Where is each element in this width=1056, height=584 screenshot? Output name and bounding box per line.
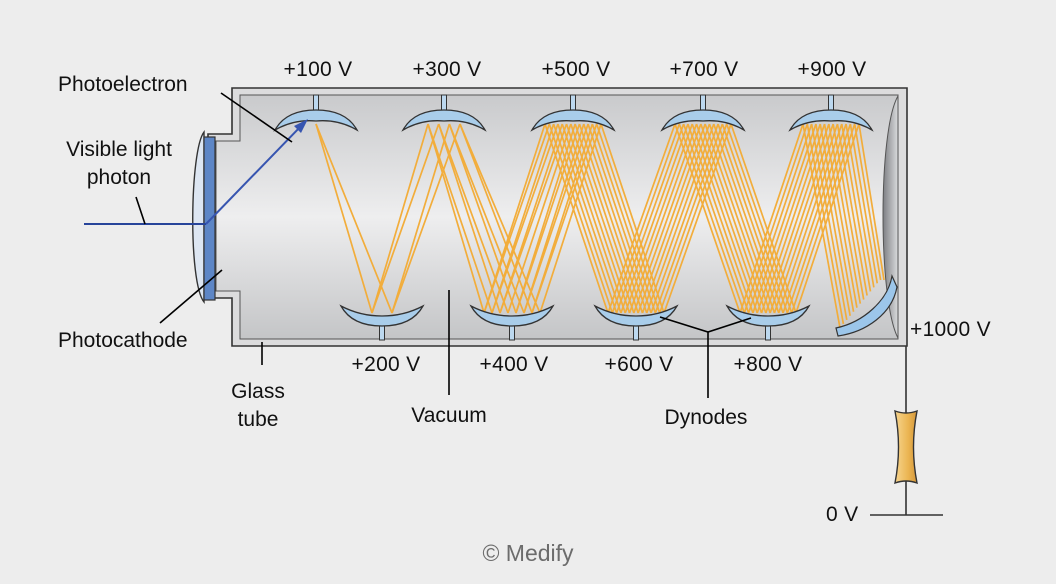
electron-path (828, 123, 862, 304)
electron-path (548, 123, 614, 314)
electron-path (437, 123, 509, 314)
photocathode (203, 136, 216, 301)
electron-path (691, 123, 759, 314)
voltage-top-1: +100 V (283, 58, 353, 81)
voltage-top-4: +700 V (669, 58, 739, 81)
photoelectron-label: Photoelectron (58, 73, 188, 96)
electron-path (448, 123, 517, 314)
electron-path (815, 123, 851, 316)
voltage-bottom-2: +400 V (479, 353, 549, 376)
electron-path (743, 123, 809, 314)
electron-path (840, 123, 872, 292)
voltage-top-3: +500 V (541, 58, 611, 81)
electron-path (765, 123, 830, 314)
dynode-top-1 (273, 94, 359, 132)
dynode-bottom-2 (469, 304, 555, 341)
electron-path (557, 123, 622, 314)
electron-path (747, 123, 813, 314)
electron-path (819, 123, 855, 312)
dynode-top-4 (660, 94, 746, 132)
electron-path (607, 123, 676, 314)
voltage-bottom-3: +600 V (604, 353, 674, 376)
electron-path (552, 123, 618, 314)
electron-path (810, 123, 848, 321)
dynode-bottom-1 (339, 304, 425, 341)
electron-path (849, 123, 879, 284)
electron-path (760, 123, 826, 314)
electron-path (624, 123, 694, 314)
leader-lines (135, 92, 752, 398)
electron-path (483, 123, 551, 314)
dynode-top-5 (788, 94, 874, 132)
electron-path (615, 123, 685, 314)
electron-paths (315, 123, 885, 329)
photocathode-window (192, 129, 205, 305)
electron-path (806, 123, 845, 325)
electron-path (795, 123, 860, 314)
electron-path (371, 123, 440, 314)
electron-path (823, 123, 858, 308)
electron-path (790, 123, 856, 314)
electron-path (853, 123, 882, 281)
dynode-bottom-3 (593, 304, 679, 341)
anode-back (882, 94, 899, 339)
electron-path (427, 123, 485, 314)
electron-path (836, 123, 868, 296)
electron-path (802, 123, 841, 329)
dynodes (273, 94, 874, 341)
resistor (894, 409, 918, 485)
electron-path (773, 123, 839, 314)
electron-path (845, 123, 875, 288)
electron-path (756, 123, 822, 314)
electron-path (391, 123, 451, 314)
electron-path (315, 123, 373, 314)
credit: © Medify (482, 540, 574, 566)
electron-path (739, 123, 804, 314)
electron-path (371, 123, 429, 314)
anode-voltage: +1000 V (910, 318, 991, 341)
electron-path (544, 123, 609, 314)
electron-path (687, 123, 754, 314)
dynode-top-2 (401, 94, 487, 132)
electron-path (620, 123, 689, 314)
electron-path (427, 123, 493, 314)
electron-path (437, 123, 501, 314)
electron-path (678, 123, 746, 314)
dynode-bottom-4 (725, 304, 811, 341)
electron-path (674, 123, 741, 314)
voltage-top-2: +300 V (412, 58, 482, 81)
electron-path (682, 123, 750, 314)
electron-path (782, 123, 847, 314)
voltage-bottom-4: +800 V (733, 353, 803, 376)
electron-path (769, 123, 834, 314)
vacuum-label: Vacuum (411, 404, 487, 427)
voltage-top-5: +900 V (797, 58, 867, 81)
electron-path (858, 123, 885, 281)
electron-path (752, 123, 817, 314)
electron-path (315, 123, 393, 314)
electron-path (832, 123, 865, 300)
ground-voltage: 0 V (826, 503, 859, 526)
voltage-bottom-1: +200 V (351, 353, 421, 376)
electron-path (611, 123, 681, 314)
dynodes-label: Dynodes (664, 406, 748, 429)
electron-path (491, 123, 559, 314)
dynode-top-3 (530, 94, 616, 132)
circuit (870, 346, 943, 516)
electron-path (561, 123, 627, 314)
anode (835, 273, 898, 337)
electron-path (786, 123, 852, 314)
electron-path (459, 123, 533, 314)
electron-path (777, 123, 843, 314)
photocathode-label: Photocathode (58, 329, 188, 352)
